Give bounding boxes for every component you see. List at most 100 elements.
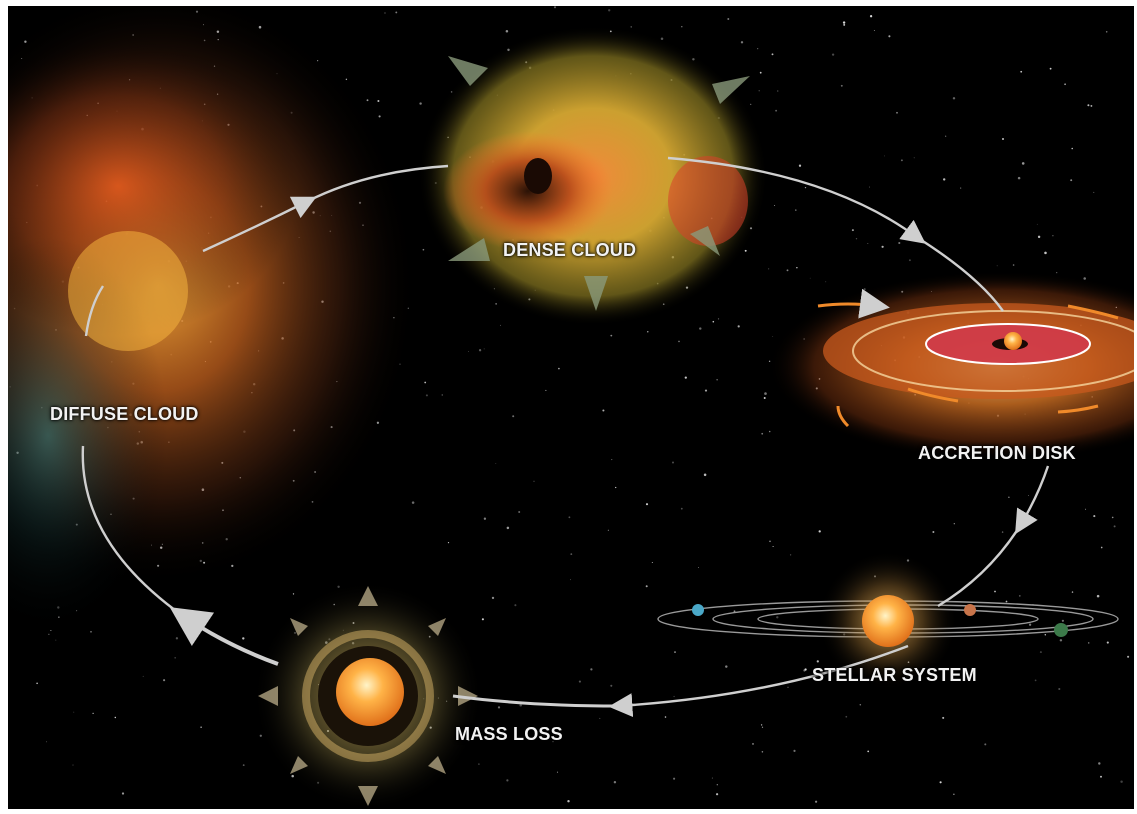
star-dot [775,109,778,112]
star-dot [996,265,998,267]
star-dot [568,516,571,519]
star-dot [552,741,554,743]
star-dot [699,327,702,330]
star-dot [737,325,740,328]
star-dot [1100,775,1102,778]
star-dot [1085,508,1087,510]
star-dot [578,680,581,683]
star-dot [881,245,884,248]
star-dot [945,135,947,137]
stage-label-dense-cloud: DENSE CLOUD [503,240,637,260]
star-dot [717,318,720,320]
star-dot [1087,104,1090,107]
arrow-dense-to-accretion [667,156,926,244]
star-dot [610,334,613,337]
star-dot [478,763,480,765]
star-dot [768,268,770,270]
star-dot [384,12,386,14]
star-dot [672,461,674,464]
star-dot [960,187,962,189]
star-dot [1001,531,1004,533]
star-dot [818,530,821,533]
star-dot [768,430,771,433]
star-dot [1052,235,1054,237]
star-dot [121,792,125,795]
cycle-path [81,156,1050,718]
star-dot [740,41,744,44]
star-dot [883,155,885,157]
star-dot [758,90,760,92]
star-dot [611,459,613,461]
star-dot [602,409,605,412]
star-dot [553,6,557,9]
star-dot [610,684,613,687]
star-dot [608,9,611,12]
star-dot [771,53,774,56]
star-dot [796,267,798,269]
star-dot [757,48,759,50]
star-dot [1028,495,1029,496]
star-dot [761,432,764,435]
star-dot [898,241,901,245]
star-dot [761,726,764,728]
star-dot [292,593,295,595]
planet-orange [964,604,976,616]
stage-label-stellar-system: STELLAR SYSTEM [812,665,977,685]
star-dot [425,394,428,397]
star-dot [114,716,117,719]
star-dot [873,29,875,32]
star-dot [831,53,835,56]
star-dot [481,618,484,621]
star-dot [1058,687,1061,691]
star-dot [242,764,245,767]
star-dot [567,799,570,803]
star-dot [764,392,767,395]
star-dot [1056,272,1058,274]
star-dot [684,376,687,379]
star-dot [752,742,754,745]
stage-label-accretion-disk: ACCRETION DISK [918,443,1076,463]
star-dot [867,242,869,245]
star-dot [1087,642,1090,644]
star-dot [1059,639,1063,642]
star-dot [395,11,398,14]
star-dot [851,229,854,232]
star-dot [545,389,547,391]
star-dot [913,157,915,159]
star-dot [495,463,497,464]
star-dot [1034,679,1037,682]
star-dot [842,21,846,24]
star-dot [202,618,204,620]
star-dot [615,486,617,489]
star-dot [1106,641,1109,644]
arrow-diffuse-to-dense [202,196,317,253]
star-dot [814,800,818,803]
star-dot [674,651,676,654]
star-dot [366,99,369,102]
star-dot [1093,515,1096,518]
star-dot [1044,634,1047,636]
star-dot [716,379,718,381]
star-dot [599,717,601,719]
star-dot [711,777,713,779]
star-dot [763,397,766,399]
star-dot [716,784,718,786]
star-dot [888,35,891,38]
star-dot [712,320,715,323]
star-dot [681,25,683,28]
star-dot [558,367,560,370]
star-dot [715,793,719,796]
star-dot [1096,594,1100,598]
star-dot [590,668,593,671]
star-dot [678,340,680,343]
star-dot [952,97,956,100]
star-dot [518,511,521,513]
star-dot [468,351,469,352]
star-dot [867,750,870,753]
star-dot [514,604,517,607]
star-dot [804,186,807,189]
planet-blue [692,604,704,616]
star-dot [1002,138,1004,140]
star-dot [680,507,683,510]
star-dot [519,704,522,707]
